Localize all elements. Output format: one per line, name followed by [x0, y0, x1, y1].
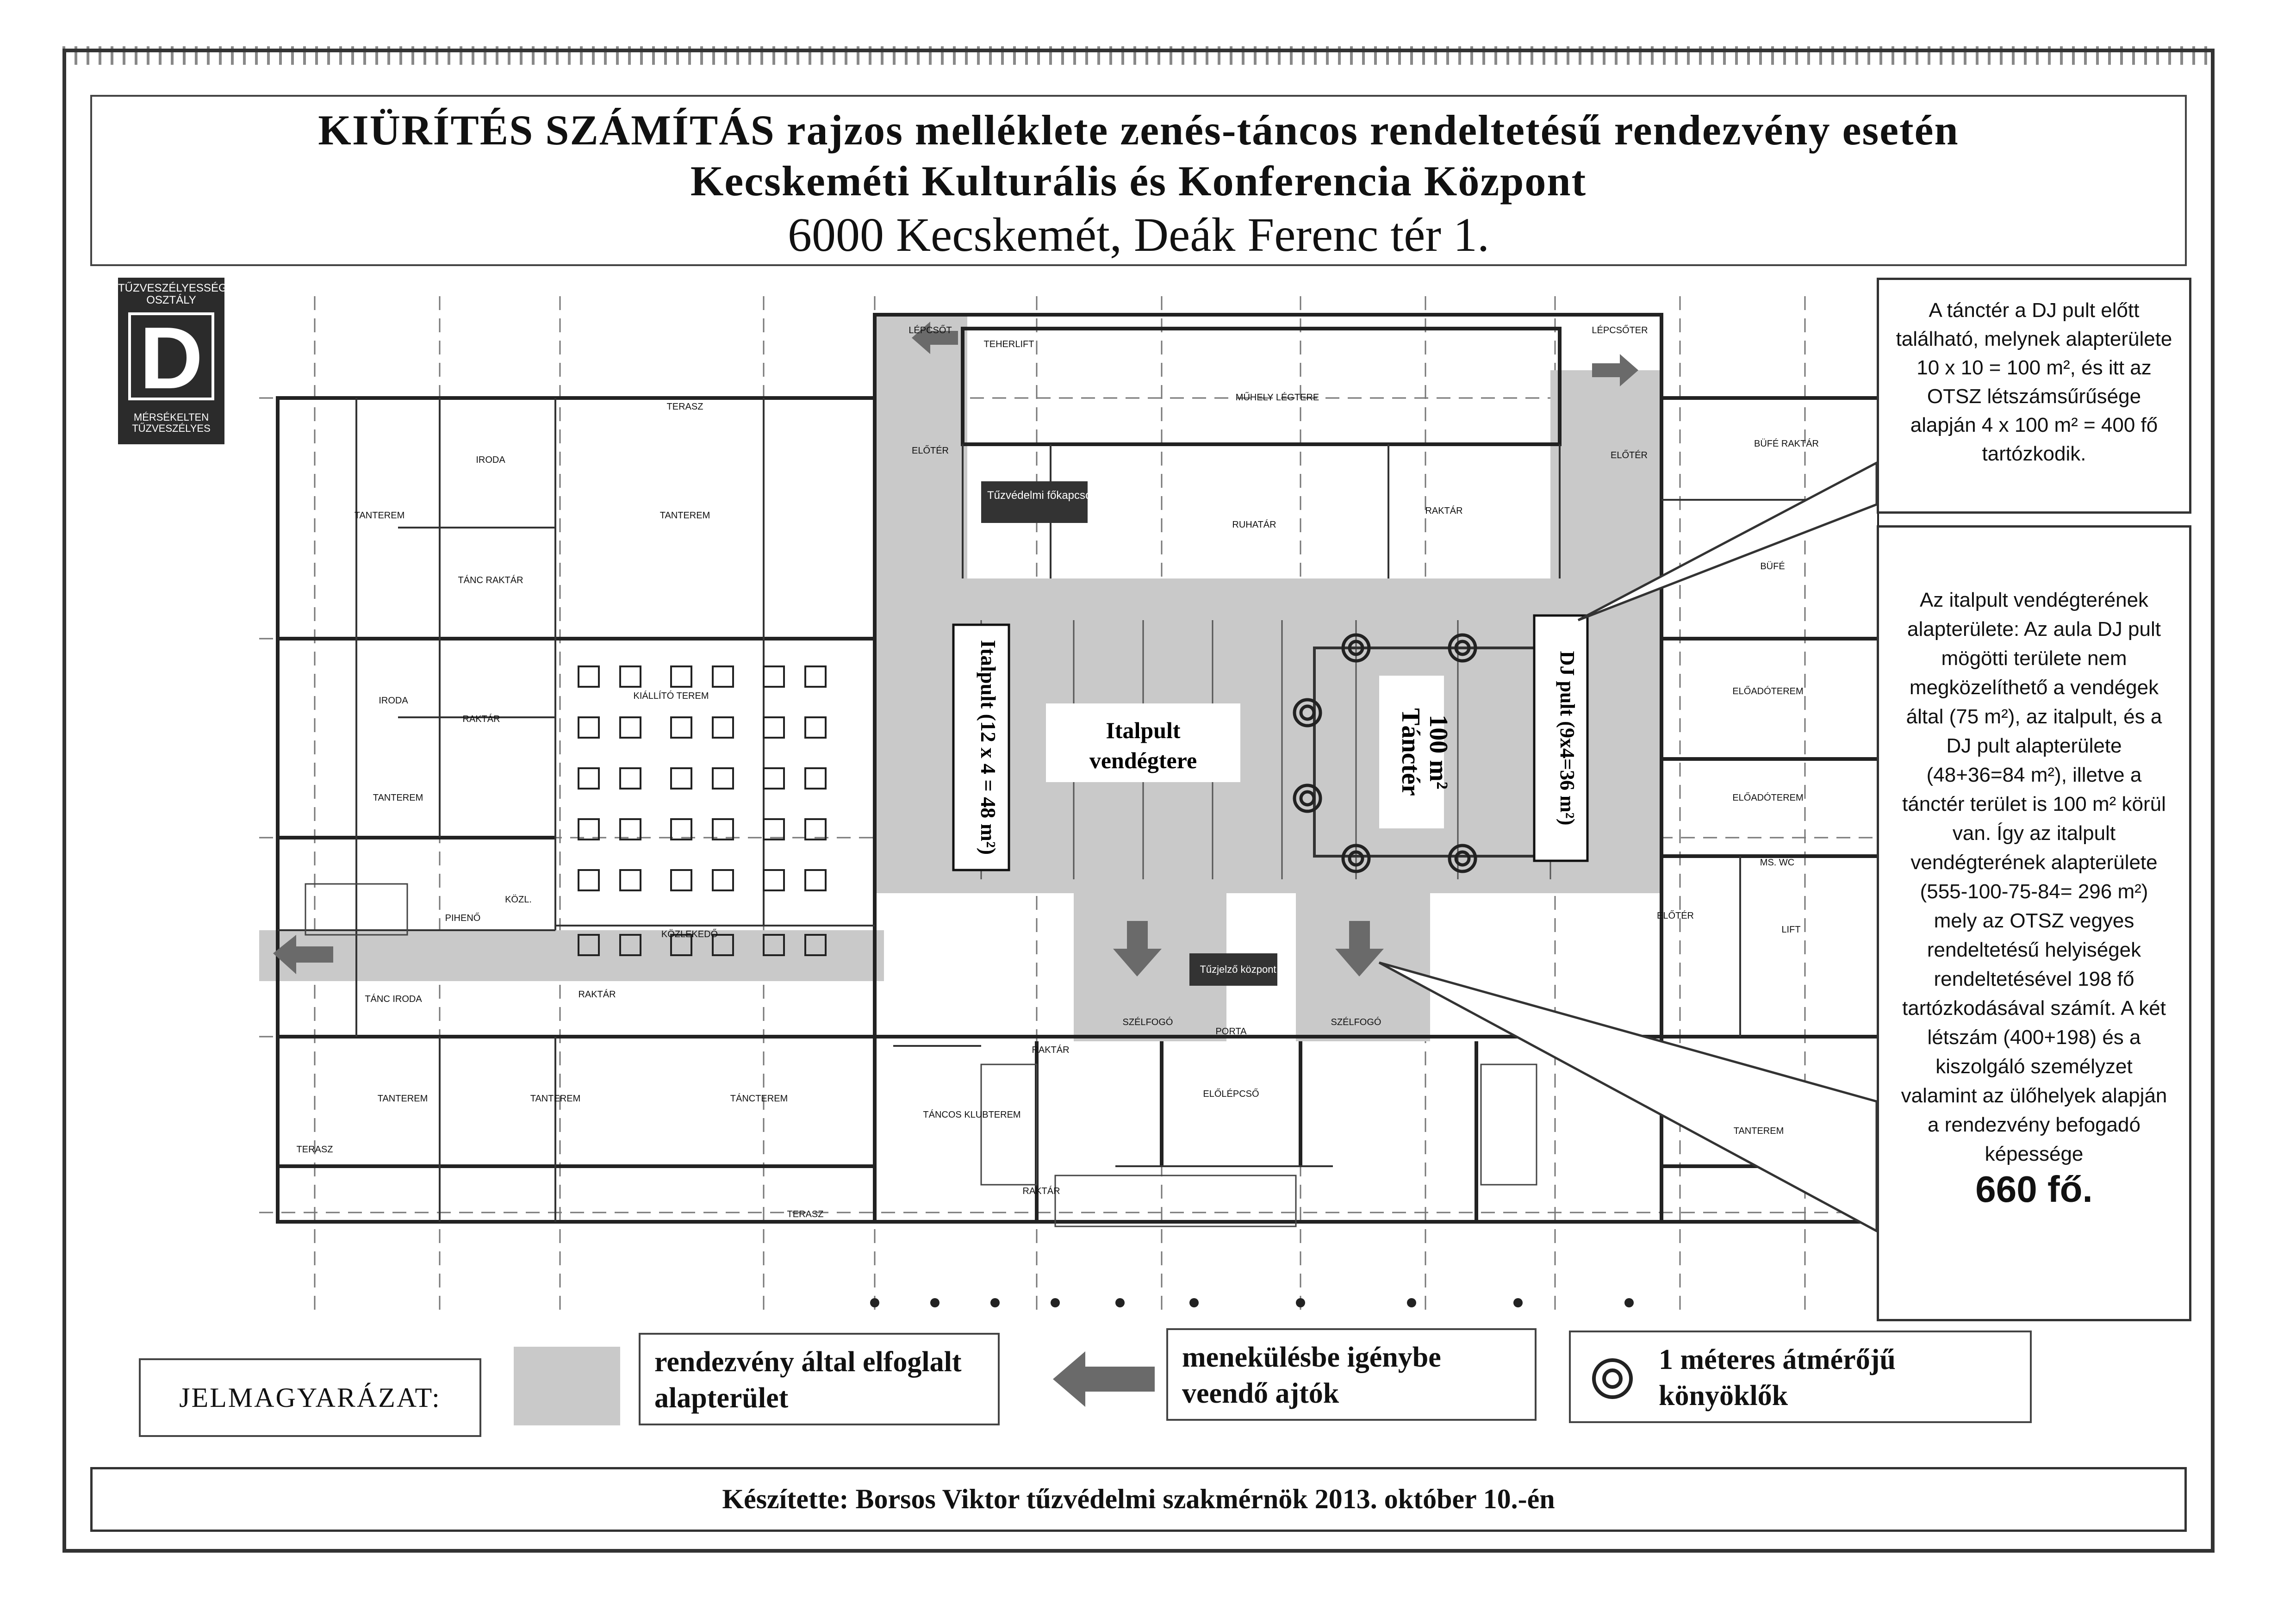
room-front-stairs: ELŐLÉPCSŐ: [1203, 1088, 1259, 1099]
exit-arrow-bottom-2: [1335, 921, 1384, 976]
bar-guest-box: [1046, 703, 1240, 782]
callout-pointer-2: [1378, 961, 1878, 1233]
room-labels: LÉPCSŐT LÉPCSŐTER TEHERLIFT MŰHELY LÉGTE…: [297, 325, 1819, 1219]
room-corridor: KÖZL.: [505, 895, 532, 905]
note-capacity: 660 fő.: [1975, 1169, 2093, 1210]
dance-floor-label-2: 100 m²: [1424, 715, 1453, 789]
room-lecture-1: ELŐADÓTEREM: [1732, 686, 1803, 696]
room-exhibition: KIÁLLÍTÓ TEREM: [633, 690, 709, 701]
room-classroom-3: TANTEREM: [373, 793, 423, 803]
room-classroom-4: TANTEREM: [378, 1094, 428, 1104]
legend-elbow-text: 1 méteres átmérőjű könyöklők: [1659, 1344, 1896, 1412]
room-dance-storage: TÁNC RAKTÁR: [458, 575, 523, 585]
room-classroom-1: TANTEREM: [355, 510, 405, 521]
exit-arrow-top-right: [1592, 354, 1638, 386]
room-cloakroom: RUHATÁR: [1232, 519, 1276, 530]
room-stairs-top: LÉPCSŐT: [908, 325, 952, 336]
room-stairs-top-right: LÉPCSŐTER: [1592, 325, 1648, 336]
room-classroom-6: TANTEREM: [1734, 1126, 1784, 1136]
room-storage-2: RAKTÁR: [1425, 505, 1462, 516]
room-terrace-top: TERASZ: [667, 402, 703, 412]
title-line-1: KIÜRÍTÉS SZÁMÍTÁS rajzos melléklete zené…: [318, 106, 1959, 154]
room-rest: PIHENŐ: [445, 913, 481, 923]
badge-bottom-text: MÉRSÉKELTEN TŰZVESZÉLYES: [132, 411, 211, 434]
dance-floor-box: [1379, 676, 1444, 828]
bar-guest-label-1: Italpult: [1106, 717, 1181, 743]
legend-occupied-text-box: rendezvény által elfoglalt alapterület: [639, 1333, 1000, 1425]
exit-arrow-top-left: [912, 322, 958, 354]
room-storage-4: RAKTÁR: [1032, 1045, 1069, 1055]
exit-arrow-bottom-1: [1113, 921, 1162, 976]
footer-credit: Készítette: Borsos Viktor tűzvédelmi sza…: [90, 1467, 2187, 1532]
room-wc: MS. WC: [1760, 858, 1794, 868]
room-windscreen-2: SZÉLFOGÓ: [1331, 1017, 1381, 1027]
floor-plan: Italpult (12 x 4 = 48 m²) Italpult vendé…: [259, 296, 1879, 1314]
title-line-2: Kecskeméti Kulturális és Konferencia Köz…: [690, 157, 1587, 205]
dance-floor-label-1: Tánctér: [1396, 708, 1425, 796]
stairs: [305, 883, 1537, 1227]
room-classroom-2: TANTEREM: [660, 510, 710, 521]
room-windscreen-1: SZÉLFOGÓ: [1123, 1017, 1173, 1027]
room-porter: PORTA: [1215, 1026, 1247, 1037]
room-lobby-1: ELŐTÉR: [912, 445, 949, 456]
legend-arrow-icon: [1053, 1351, 1155, 1407]
room-terrace-left: TERASZ: [297, 1144, 333, 1155]
dj-label: DJ pult (9x4=36 m²): [1556, 651, 1579, 826]
room-storage-1: RAKTÁR: [462, 714, 500, 724]
room-lobby-3: ELŐTÉR: [1657, 910, 1694, 921]
room-lobby-2: ELŐTÉR: [1611, 450, 1648, 460]
bar-label: Italpult (12 x 4 = 48 m²): [977, 640, 1000, 855]
note-dance-floor: A tánctér a DJ pult előtt található, mel…: [1877, 278, 2191, 514]
room-lecture-2: ELŐADÓTEREM: [1732, 792, 1803, 803]
room-dance-club: TÁNCOS KLUBTEREM: [923, 1109, 1020, 1120]
legend-label-box: JELMAGYARÁZAT:: [139, 1358, 481, 1437]
fire-center-label: Tűzjelző központ: [1200, 964, 1276, 975]
room-buffet-storage: BÜFÉ RAKTÁR: [1754, 438, 1819, 449]
room-transit: KÖZLEKEDŐ: [661, 929, 718, 939]
room-office-1: IRODA: [476, 455, 505, 465]
legend-occupied-swatch: [514, 1347, 620, 1425]
room-cargo-lift: TEHERLIFT: [984, 339, 1034, 349]
badge-top-text: TŰZVESZÉLYESSÉGI OSZTÁLY: [118, 282, 230, 306]
fire-center-sign: [1189, 953, 1277, 986]
room-storage-3: RAKTÁR: [578, 989, 616, 1000]
legend-label: JELMAGYARÁZAT:: [179, 1382, 441, 1413]
badge-letter: D: [128, 312, 214, 402]
room-dance-room: TÁNCTEREM: [730, 1093, 788, 1104]
room-buffet: BÜFÉ: [1760, 561, 1785, 572]
exhibition-columns: [578, 665, 827, 956]
address-line: 6000 Kecskemét, Deák Ferenc tér 1.: [787, 208, 1490, 261]
room-workshop: MŰHELY LÉGTERE: [1236, 392, 1319, 403]
fire-class-badge: TŰZVESZÉLYESSÉGI OSZTÁLY D MÉRSÉKELTEN T…: [118, 278, 230, 444]
room-office-2: IRODA: [379, 696, 408, 706]
bar-guest-label-2: vendégtere: [1089, 747, 1197, 773]
elbow-rests: [1293, 633, 1477, 873]
room-terrace-bottom: TERASZ: [787, 1209, 824, 1219]
legend-occupied-text: rendezvény által elfoglalt alapterület: [654, 1346, 962, 1414]
fire-switch-sign: [981, 481, 1088, 523]
axis-dots: [870, 1298, 1634, 1307]
room-dance-office: TÁNC IRODA: [365, 994, 422, 1004]
outer-frame: [62, 49, 2215, 1553]
legend-exit-text-box: menekülésbe igénybe veendő ajtók: [1166, 1328, 1537, 1421]
room-storage-5: RAKTÁR: [1022, 1186, 1060, 1196]
legend-elbow-box: 1 méteres átmérőjű könyöklők: [1569, 1331, 2032, 1423]
room-classroom-5: TANTEREM: [530, 1094, 581, 1104]
legend-circle-icon: [1592, 1358, 1633, 1399]
exit-arrow-left: [273, 935, 333, 974]
dj-box: [1533, 614, 1589, 862]
room-lift: LIFT: [1781, 925, 1800, 935]
legend-exit-text: menekülésbe igénybe veendő ajtók: [1182, 1342, 1441, 1409]
bar-box: [952, 623, 1010, 871]
note-bar-area: Az italpult vendégterének alapterülete: …: [1877, 525, 2191, 1321]
exit-arrows: [273, 322, 1638, 976]
note-bar-area-text: Az italpult vendégterének alapterülete: …: [1901, 589, 2167, 1165]
title-box: [90, 95, 2187, 266]
fire-switch-label: Tűzvédelmi főkapcsoló: [987, 489, 1100, 502]
